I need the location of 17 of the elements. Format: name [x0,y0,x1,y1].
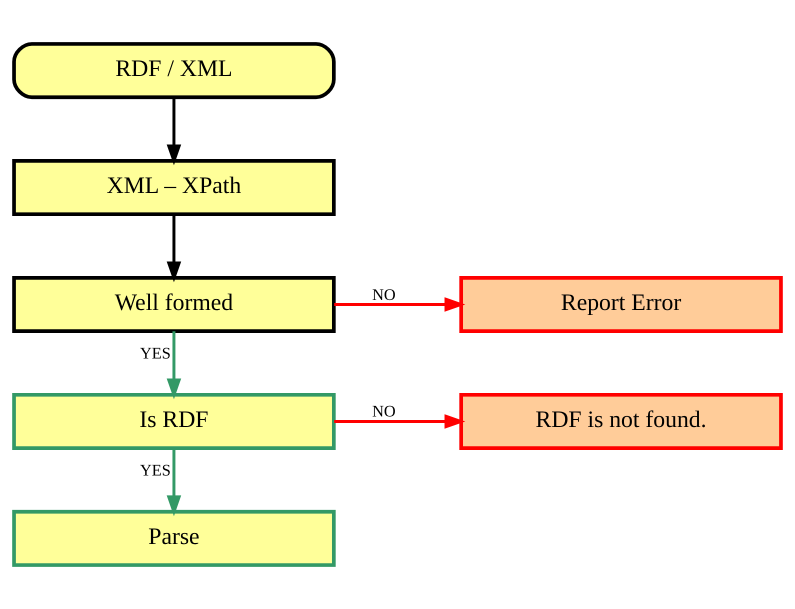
node-box: Is RDF [12,392,336,450]
arrow [166,97,182,166]
node-box: RDF is not found. [459,392,783,450]
node-box: Parse [12,510,336,567]
arrow [334,414,466,429]
edge-label: NO [372,402,396,421]
arrow [166,214,182,282]
node-box: XML – XPath [12,159,336,216]
node-box: Well formed [12,276,336,333]
arrow [166,331,182,400]
node-box: Report Error [459,276,783,333]
edge-label: YES [140,460,171,480]
arrow [334,297,466,312]
arrow [166,448,182,516]
edge-label: YES [140,344,171,363]
node-box: RDF / XML [12,42,336,100]
edge-label: NO [372,284,396,304]
